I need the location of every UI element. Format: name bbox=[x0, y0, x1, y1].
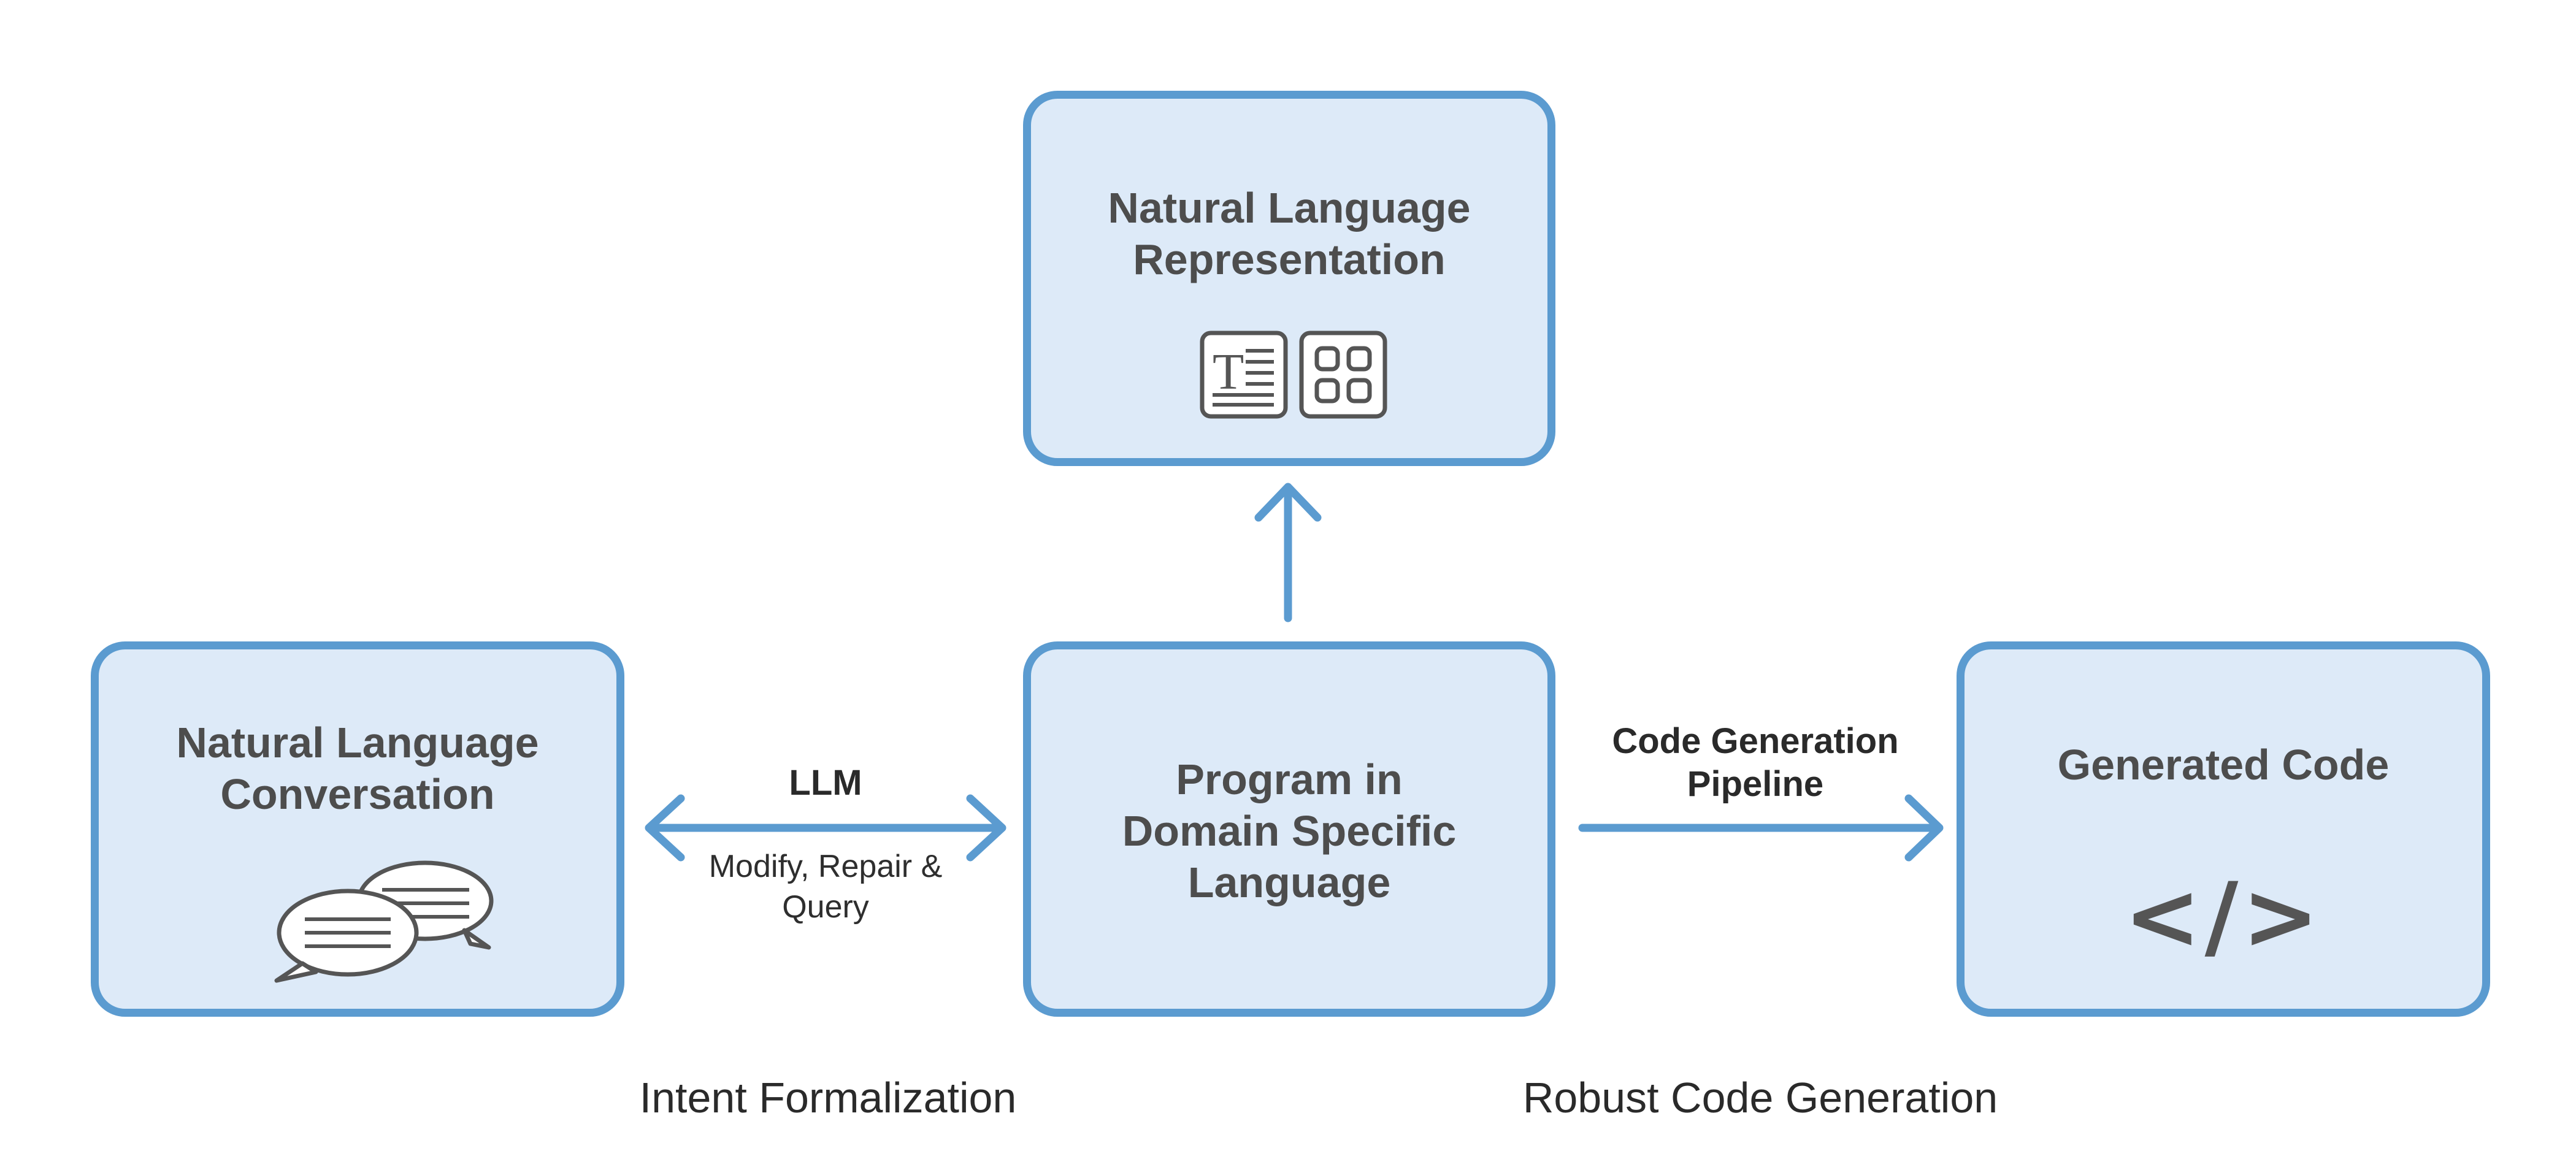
llm-sublabel-line1: Modify, Repair & bbox=[708, 849, 943, 884]
caption-robust-code-generation: Robust Code Generation bbox=[1522, 1074, 1998, 1122]
code-brackets-icon: </> bbox=[2123, 863, 2323, 970]
svg-text:T: T bbox=[1213, 343, 1244, 400]
representation-title-line2: Representation bbox=[1133, 235, 1446, 283]
representation-title-line1: Natural Language bbox=[1108, 184, 1471, 232]
llm-sublabel-line2: Query bbox=[782, 889, 869, 925]
conversation-box[interactable]: Natural Language Conversation bbox=[91, 641, 624, 1017]
representation-title: Natural Language Representation bbox=[1031, 182, 1547, 285]
pipeline-label-line2: Pipeline bbox=[1687, 764, 1824, 804]
llm-sublabel: Modify, Repair & Query bbox=[709, 846, 943, 927]
program-title: Program in Domain Specific Language bbox=[1031, 754, 1547, 908]
text-document-icon: T bbox=[1200, 331, 1288, 419]
generated-code-box[interactable]: Generated Code </> bbox=[1957, 641, 2490, 1017]
llm-double-arrow bbox=[645, 794, 1006, 862]
grid-view-icon bbox=[1299, 331, 1387, 419]
program-title-line1: Program in bbox=[1176, 755, 1403, 803]
program-box[interactable]: Program in Domain Specific Language bbox=[1023, 641, 1555, 1017]
caption-intent-formalization: Intent Formalization bbox=[639, 1074, 1017, 1122]
pipeline-arrow bbox=[1578, 794, 1944, 862]
generated-code-title: Generated Code bbox=[2057, 741, 2390, 789]
pipeline-label: Code Generation Pipeline bbox=[1612, 720, 1898, 806]
program-title-line3: Language bbox=[1187, 859, 1391, 906]
up-arrow bbox=[1254, 483, 1322, 622]
conversation-title: Natural Language Conversation bbox=[99, 717, 616, 820]
program-title-line2: Domain Specific bbox=[1122, 807, 1457, 855]
conversation-title-line2: Conversation bbox=[220, 770, 495, 818]
representation-box[interactable]: Natural Language Representation T bbox=[1023, 91, 1555, 466]
conversation-title-line1: Natural Language bbox=[176, 719, 539, 767]
chat-bubbles-icon bbox=[274, 860, 494, 983]
llm-label: LLM bbox=[789, 763, 862, 803]
pipeline-label-line1: Code Generation bbox=[1612, 721, 1899, 761]
